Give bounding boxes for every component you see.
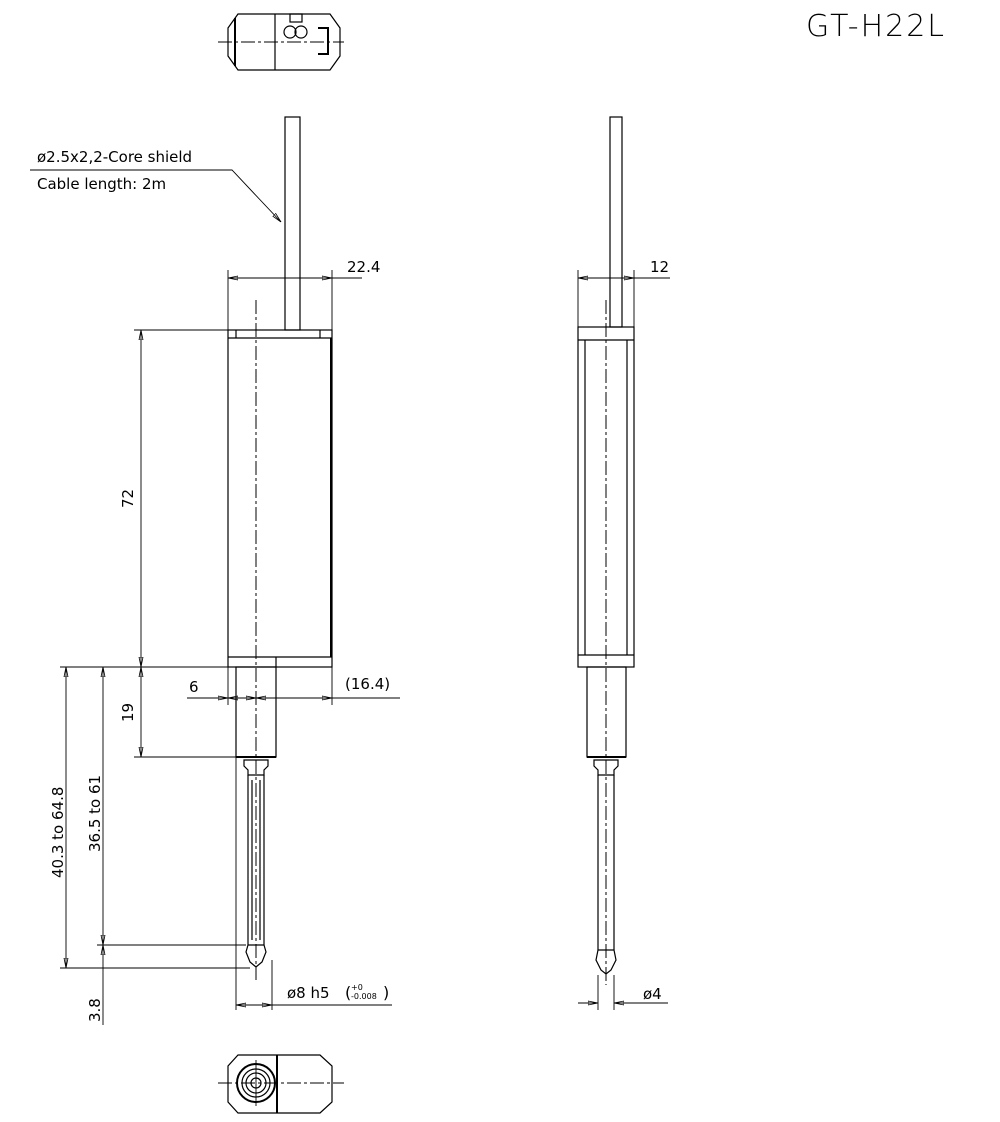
rod-diameter: ø8 h5 — [287, 984, 330, 1002]
stroke-range-outer: 40.3 to 64.8 — [49, 787, 67, 878]
side-dimensions: 12 ø4 — [577, 258, 670, 1010]
side-view — [577, 116, 635, 985]
top-view — [218, 13, 344, 71]
ref-dim: (16.4) — [345, 675, 390, 693]
width-dim: 22.4 — [347, 258, 380, 276]
cable-spec: ø2.5x2,2-Core shield — [37, 148, 192, 166]
bottom-view — [218, 1054, 344, 1114]
model-title: GT-H22L — [806, 9, 946, 44]
stem-offset-dim: 6 — [189, 678, 199, 696]
tip-dim: 3.8 — [86, 998, 104, 1022]
cable-length: Cable length: 2m — [37, 175, 166, 193]
cable-note: ø2.5x2,2-Core shield Cable length: 2m — [30, 148, 281, 222]
tolerance-upper: +0 — [351, 983, 363, 992]
stroke-range-inner: 36.5 to 61 — [86, 775, 104, 852]
tolerance-bracket-close: ) — [383, 983, 389, 1002]
tolerance-lower: -0.008 — [351, 992, 377, 1001]
body-length-dim: 72 — [119, 489, 137, 508]
tip-diameter: ø4 — [643, 985, 662, 1003]
side-width-dim: 12 — [650, 258, 669, 276]
stem-length-dim: 19 — [119, 703, 137, 722]
front-view — [227, 116, 333, 980]
tolerance-bracket-open: ( — [345, 983, 351, 1002]
front-dimensions: 22.4 72 19 6 (16.4) 40.3 to 64.8 36.5 to… — [49, 258, 400, 1025]
